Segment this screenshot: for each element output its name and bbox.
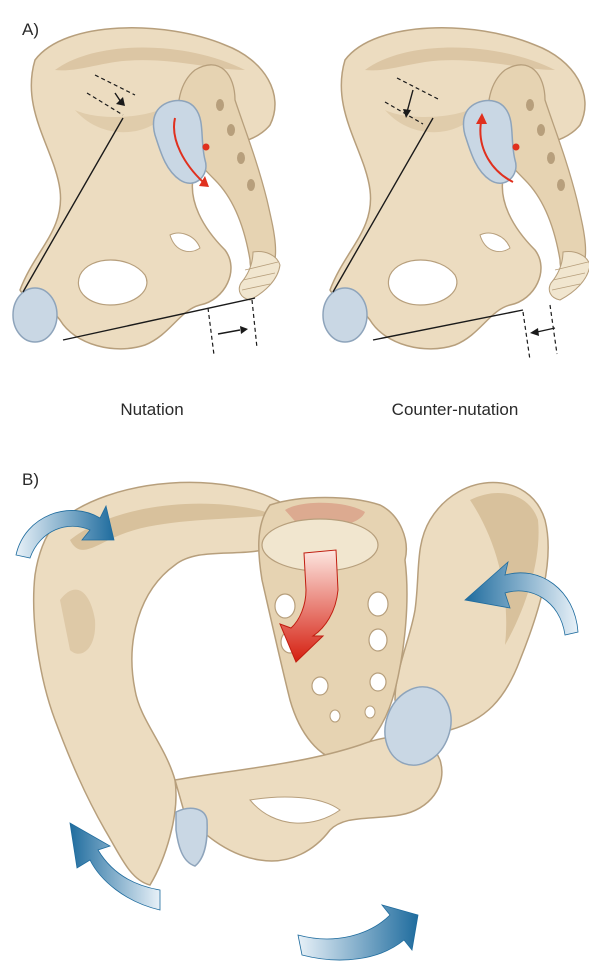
rotation-arrow-bottom-right-icon (298, 905, 418, 960)
anterior-pelvis (16, 482, 578, 960)
pubic-symphysis (176, 808, 207, 866)
nutation-bottom-arrow-icon (218, 326, 248, 334)
counter-nutation-bottom-arrow-icon (530, 328, 555, 336)
counter-nutation-pelvis (323, 28, 589, 360)
nutation-pelvis (13, 28, 280, 355)
